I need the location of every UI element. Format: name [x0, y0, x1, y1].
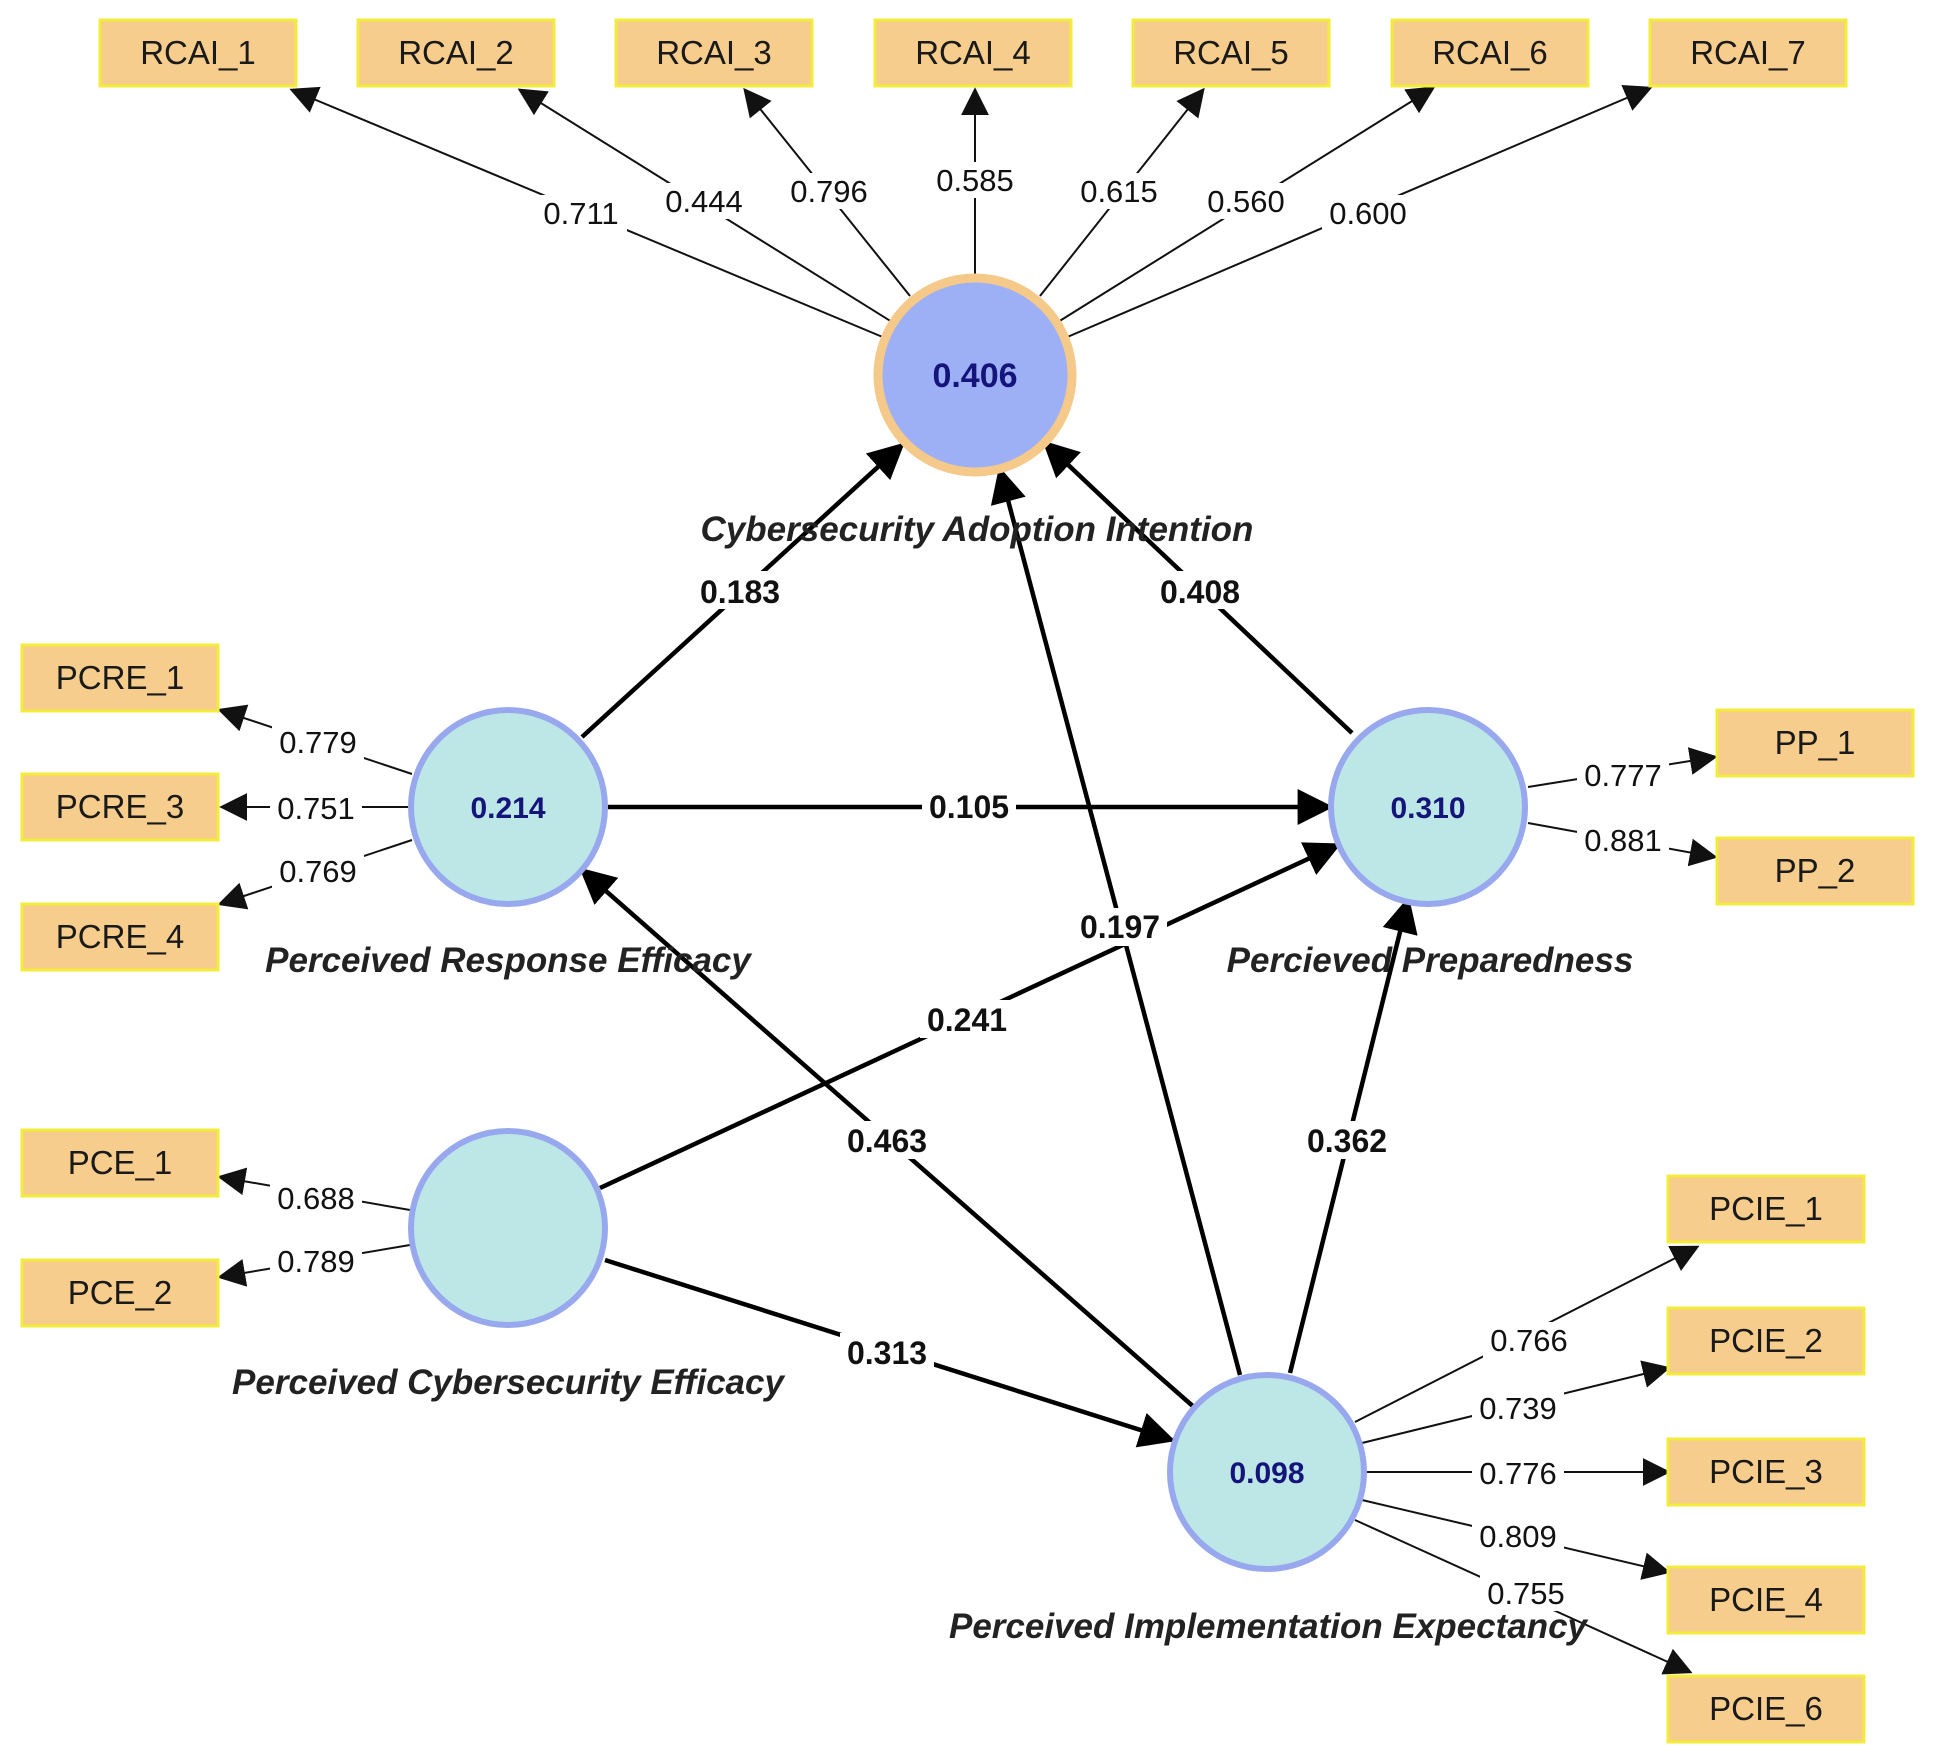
loading-label-rcai-7: 0.600 — [1329, 196, 1407, 231]
construct-name-pce: Perceived Cybersecurity Efficacy — [232, 1363, 785, 1402]
loading-label-pcie-2: 0.739 — [1479, 1391, 1557, 1426]
indicator-pcre-4: PCRE_4 — [20, 902, 220, 972]
construct-pre: 0.214 — [408, 707, 608, 907]
indicator-rcai-6: RCAI_6 — [1390, 18, 1590, 88]
loading-label-pcre-3: 0.751 — [277, 791, 355, 826]
indicator-label-rcai-5: RCAI_5 — [1173, 34, 1289, 71]
indicator-pcie-3: PCIE_3 — [1666, 1437, 1866, 1507]
indicator-rcai-2: RCAI_2 — [356, 18, 556, 88]
loading-labels: 0.711 0.444 0.796 0.585 0.615 0.560 0.60… — [270, 162, 1669, 1611]
construct-pce — [408, 1128, 608, 1328]
path-label-pie-cai: 0.197 — [1080, 909, 1160, 945]
loading-label-pce-1: 0.688 — [277, 1181, 355, 1216]
indicator-rcai-1: RCAI_1 — [98, 18, 298, 88]
indicator-pcre-1: PCRE_1 — [20, 643, 220, 713]
path-label-pie-pp: 0.362 — [1307, 1123, 1387, 1159]
r2-value-pp: 0.310 — [1390, 792, 1465, 825]
indicator-label-pcre-1: PCRE_1 — [56, 659, 184, 696]
loading-label-rcai-3: 0.796 — [790, 174, 868, 209]
construct-name-cai: Cybersecurity Adoption Intention — [701, 510, 1254, 549]
loading-label-rcai-6: 0.560 — [1207, 184, 1285, 219]
indicator-label-rcai-7: RCAI_7 — [1690, 34, 1806, 71]
construct-circle-pp — [1328, 707, 1528, 907]
path-label-pce-pie: 0.313 — [847, 1335, 927, 1371]
indicator-label-pcie-1: PCIE_1 — [1709, 1190, 1823, 1227]
indicator-pcie-6: PCIE_6 — [1666, 1674, 1866, 1744]
construct-circle-pre — [408, 707, 608, 907]
construct-pp: 0.310 — [1328, 707, 1528, 907]
loading-label-pcie-1: 0.766 — [1490, 1323, 1568, 1358]
indicator-label-pcie-2: PCIE_2 — [1709, 1322, 1823, 1359]
indicator-label-pp-2: PP_2 — [1775, 852, 1856, 889]
path-label-pce-pp: 0.241 — [927, 1002, 1007, 1038]
loading-label-rcai-4: 0.585 — [936, 163, 1014, 198]
loading-label-pp-1: 0.777 — [1584, 758, 1662, 793]
r2-value-cai: 0.406 — [932, 357, 1017, 395]
indicator-label-rcai-3: RCAI_3 — [656, 34, 772, 71]
r2-value-pre: 0.214 — [470, 792, 545, 825]
indicator-label-rcai-6: RCAI_6 — [1432, 34, 1548, 71]
indicator-rcai-4: RCAI_4 — [873, 18, 1073, 88]
indicator-pp-1: PP_1 — [1715, 708, 1915, 778]
indicator-label-rcai-1: RCAI_1 — [140, 34, 256, 71]
construct-name-pre: Perceived Response Efficacy — [265, 941, 752, 980]
indicator-label-pp-1: PP_1 — [1775, 724, 1856, 761]
loading-label-rcai-2: 0.444 — [665, 184, 743, 219]
r2-value-pie: 0.098 — [1229, 1457, 1304, 1490]
indicator-pce-1: PCE_1 — [20, 1128, 220, 1198]
loading-label-pcie-3: 0.776 — [1479, 1456, 1557, 1491]
path-label-pp-cai: 0.408 — [1160, 574, 1240, 610]
indicator-label-pce-2: PCE_2 — [68, 1274, 173, 1311]
construct-circle-pce — [408, 1128, 608, 1328]
indicator-pp-2: PP_2 — [1715, 836, 1915, 906]
indicator-rcai-7: RCAI_7 — [1648, 18, 1848, 88]
construct-circle-cai — [873, 273, 1077, 477]
loading-label-pcie-6: 0.755 — [1487, 1576, 1565, 1611]
path-label-pre-pp: 0.105 — [929, 789, 1009, 825]
indicator-label-pcre-4: PCRE_4 — [56, 918, 184, 955]
construct-pie: 0.098 — [1167, 1372, 1367, 1572]
loading-label-pcre-1: 0.779 — [279, 725, 357, 760]
loading-label-rcai-5: 0.615 — [1080, 174, 1158, 209]
construct-name-pie: Perceived Implementation Expectancy — [949, 1607, 1589, 1646]
indicator-pcie-4: PCIE_4 — [1666, 1565, 1866, 1635]
loading-label-pce-2: 0.789 — [277, 1244, 355, 1279]
indicator-label-pcie-3: PCIE_3 — [1709, 1453, 1823, 1490]
loading-label-pp-2: 0.881 — [1584, 823, 1662, 858]
indicator-label-pce-1: PCE_1 — [68, 1144, 173, 1181]
indicator-pcie-2: PCIE_2 — [1666, 1306, 1866, 1376]
indicator-pcre-3: PCRE_3 — [20, 772, 220, 842]
indicator-rcai-3: RCAI_3 — [614, 18, 814, 88]
loading-label-pcre-4: 0.769 — [279, 854, 357, 889]
indicator-label-pcie-4: PCIE_4 — [1709, 1581, 1823, 1618]
indicator-rcai-5: RCAI_5 — [1131, 18, 1331, 88]
path-label-pre-cai: 0.183 — [700, 574, 780, 610]
indicator-label-pcre-3: PCRE_3 — [56, 788, 184, 825]
loading-label-pcie-4: 0.809 — [1479, 1519, 1557, 1554]
indicator-label-pcie-6: PCIE_6 — [1709, 1690, 1823, 1727]
loading-label-rcai-1: 0.711 — [543, 196, 618, 231]
indicator-pce-2: PCE_2 — [20, 1258, 220, 1328]
construct-name-pp: Percieved Preparedness — [1227, 941, 1634, 980]
indicator-label-rcai-2: RCAI_2 — [398, 34, 514, 71]
indicator-pcie-1: PCIE_1 — [1666, 1174, 1866, 1244]
construct-circle-pie — [1167, 1372, 1367, 1572]
path-labels: 0.183 0.408 0.105 0.197 0.241 0.463 0.36… — [693, 571, 1394, 1371]
indicators: RCAI_1 RCAI_2 RCAI_3 RCAI_4 RCAI_5 RCAI_… — [20, 18, 1915, 1744]
construct-cai: 0.406 — [873, 273, 1077, 477]
indicator-label-rcai-4: RCAI_4 — [915, 34, 1031, 71]
path-label-pie-pre: 0.463 — [847, 1123, 927, 1159]
